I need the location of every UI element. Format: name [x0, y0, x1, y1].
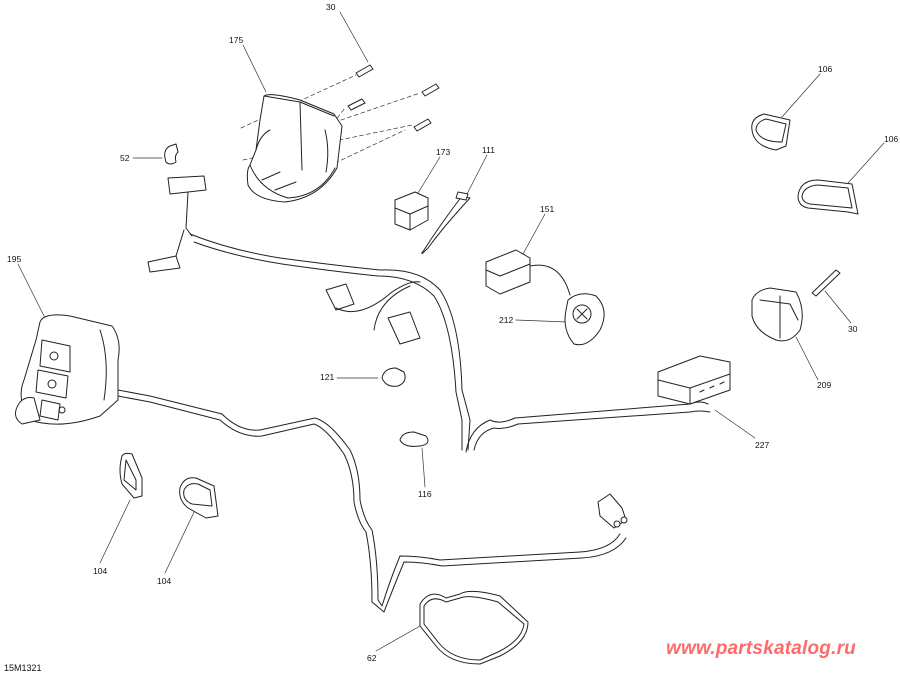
callout-106-a: 106	[818, 64, 833, 74]
clip-52	[164, 143, 179, 165]
grip-209	[751, 287, 803, 342]
callout-52: 52	[120, 153, 130, 163]
callout-173: 173	[436, 147, 451, 157]
module-227	[657, 355, 731, 405]
callout-212: 212	[499, 315, 514, 325]
pin-30	[811, 269, 841, 297]
callout-111: 111	[482, 145, 495, 155]
clip-104-a	[119, 452, 143, 499]
callout-62: 62	[367, 653, 377, 663]
clip-104-b	[179, 477, 219, 519]
clip-106-a	[751, 113, 791, 151]
gasket-62	[419, 590, 529, 665]
harness-upper	[147, 175, 471, 451]
clip-116	[399, 431, 429, 447]
callout-106-b: 106	[884, 134, 899, 144]
clip-121	[381, 367, 406, 387]
callout-175: 175	[229, 35, 244, 45]
callout-116: 116	[418, 489, 432, 499]
switch-housing-195	[15, 314, 120, 425]
connector-173	[394, 191, 429, 231]
callout-209: 209	[817, 380, 832, 390]
callout-151: 151	[540, 204, 555, 214]
clip-106-b	[797, 179, 859, 215]
callout-104-b: 104	[157, 576, 172, 586]
callout-121: 121	[320, 372, 335, 382]
connector-lower	[597, 493, 628, 529]
cable-tie-111	[421, 191, 471, 254]
callout-30-top: 30	[326, 2, 336, 12]
sensor-151-212	[485, 249, 605, 346]
callout-104-a: 104	[93, 566, 108, 576]
callout-30-right: 30	[848, 324, 858, 334]
callout-227: 227	[755, 440, 770, 450]
callout-195: 195	[7, 254, 22, 264]
screw-30-group	[347, 64, 440, 132]
harness-lower	[117, 389, 627, 613]
watermark: www.partskatalog.ru	[666, 638, 856, 659]
figure-id: 15M1321	[4, 663, 42, 673]
leader-lines	[17, 11, 885, 652]
harness-to-227	[465, 401, 711, 453]
housing-175	[246, 94, 343, 203]
